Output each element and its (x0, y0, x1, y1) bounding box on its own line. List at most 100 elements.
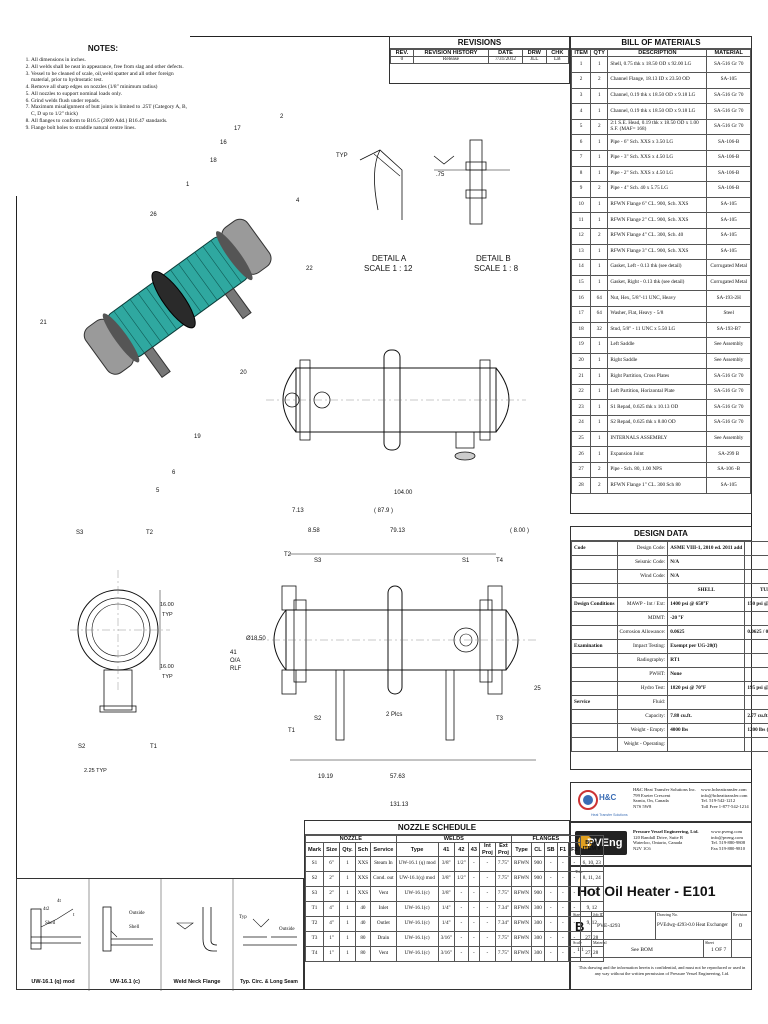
bom-cell: 2:1 S.E. Head, 0.19 thk x 18.50 OD x 1.0… (607, 118, 708, 136)
weld4-typ-text: Typ (239, 915, 247, 920)
design-data-section (571, 709, 618, 724)
bom-cell: 16 (570, 290, 592, 307)
nozzle-cell: - (453, 946, 469, 963)
bom-cell: Right Partition, Cross Plates (607, 368, 708, 385)
bom-cell: 4 (570, 103, 592, 120)
dim-5763: 57.63 (390, 774, 406, 780)
design-data-section (571, 653, 618, 668)
bom-cell: 1 (590, 399, 609, 417)
bom-cell: 1 (590, 446, 609, 463)
bom-cell: 25 (570, 430, 592, 448)
nozzle-cell: 2" (323, 871, 341, 888)
nozzle-cell: T4 (304, 946, 325, 963)
nozzle-cell: RFWN (511, 856, 533, 873)
bom-cell: Nut, Hex, 5/8"-11 UNC, Heavy (607, 290, 708, 307)
nozzle-cell: Vent (370, 946, 397, 963)
nozzle-cell: - (556, 901, 570, 918)
bom-cell: 12 (570, 227, 592, 245)
design-data-row: Radiography:RT1 (571, 653, 768, 668)
bom-cell: RFWN Flange 6" CL. 900, Sch. XXS (607, 196, 708, 214)
bom-cell: 2 (590, 72, 609, 89)
revision-label: Revision (733, 912, 748, 917)
end-dim-1600a: 16.00 (160, 602, 174, 608)
bom-cell: 22 (570, 383, 592, 401)
revision-value: 0 (739, 923, 742, 929)
bom-cell: See Assembly (706, 337, 751, 354)
rev-header: REVISION HISTORY (412, 48, 490, 58)
dim-87: ( 87.9 ) (374, 508, 394, 514)
bom-cell: SA-516 Gr 70 (706, 56, 751, 74)
nozzle-cell: - (543, 856, 558, 873)
bom-cell: Gasket, Right - 0.13 thk (see detail) (607, 274, 708, 292)
nozzle-cell: 3/8" (437, 886, 455, 903)
material-value: See BOM (631, 947, 653, 953)
nozzle-cell: - (453, 931, 469, 948)
bom-cell: 32 (590, 321, 609, 339)
bom-cell: 6 (570, 134, 592, 151)
note-item: Grind welds flush under repads. (31, 98, 190, 105)
design-data-title: DESIGN DATA (571, 527, 751, 541)
nozzle-cell: 6, 10, 23 (579, 856, 604, 873)
design-data-cell: MDMT: (616, 611, 669, 626)
bom-cell: SA-106-B (706, 165, 751, 183)
design-data-cell: N/A (667, 555, 746, 570)
design-data-cell: PWHT: (616, 667, 669, 682)
dim-1850: Ø18.50 (246, 636, 266, 642)
nozzle-cell: S2 (304, 871, 325, 888)
design-data-row: Seismic Code:N/A (571, 555, 768, 570)
nozzle-cell: 900 (531, 871, 545, 888)
nozzle-cell: 1 (339, 916, 356, 933)
nozzle-cell: RFWN (511, 901, 533, 918)
nozzle-cell: 7.75" (494, 856, 513, 873)
design-data-row: Weight - Operating: (571, 737, 768, 752)
nozzle-cell: 1/2" (453, 856, 469, 873)
design-data-section: Design Conditions (571, 597, 618, 612)
isometric-view (83, 218, 272, 379)
bom-cell: Pipe - 3" Sch. XXS x 4.50 LG (607, 149, 708, 167)
nozzle-header: SB (543, 842, 558, 858)
nozzle-header: F1 (556, 842, 570, 858)
bom-cell: 23 (570, 399, 592, 417)
pveng-email: info@pveng.com (711, 834, 743, 840)
design-data-cell (744, 555, 768, 570)
sheet-label: Sheet (705, 940, 714, 945)
bom-cell: 1 (590, 56, 609, 74)
hc-email: info@hcheattransfer.com (701, 792, 748, 798)
hc-logo-text: H&C (599, 793, 617, 802)
dim-13113: 131.13 (390, 802, 409, 808)
end-typ-a: TYP (162, 612, 173, 618)
nozzle-cell: - (556, 856, 570, 873)
bom-cell: 2 (590, 181, 609, 198)
front-mark-t1: T1 (288, 728, 296, 734)
hc-fax: Toll Free 1-877-542-1214 (701, 803, 749, 809)
nozzle-cell: - (467, 901, 480, 918)
nozzle-header: Int Proj (478, 842, 496, 858)
nozzle-cell: - (568, 901, 581, 918)
bom-cell: 2 (590, 477, 609, 495)
detail-views (359, 139, 510, 225)
nozzle-cell: 9, 12 (579, 916, 604, 933)
nozzle-schedule-title: NOZZLE SCHEDULE (305, 821, 569, 835)
bom-cell: SA-105 (706, 227, 751, 245)
nozzle-cell: - (478, 946, 496, 963)
iso-balloon-1: 1 (186, 182, 190, 188)
bom-cell: 2 (590, 118, 609, 136)
bom-cell: 1 (590, 165, 609, 183)
bom-cell: SA-516 Gr 70 (706, 368, 751, 385)
bom-cell: 9 (570, 181, 592, 198)
bom-cell: Left Saddle (607, 337, 708, 354)
nozzle-header: CL (531, 842, 545, 858)
nozzle-header: Size (323, 842, 341, 858)
